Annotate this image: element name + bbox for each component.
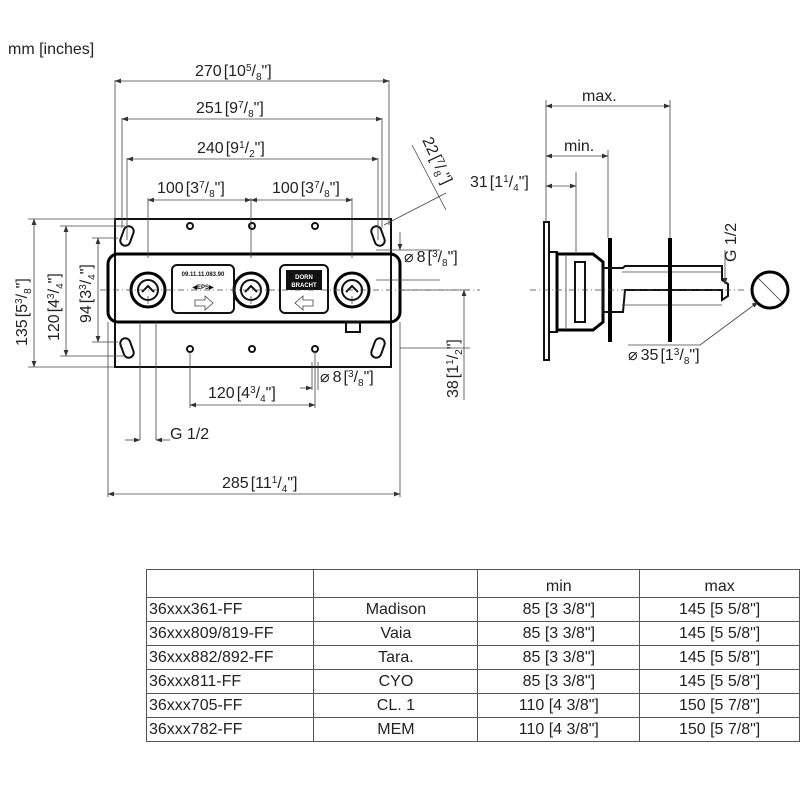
series-name: CYO (313, 669, 479, 694)
side-view (530, 221, 790, 361)
model-number: 36xxx882/892-FF (145, 645, 315, 670)
thread-g-half-side: G 1/2 (723, 223, 740, 262)
model-number: 36xxx811-FF (145, 669, 315, 694)
min-value: 85 [3 3/8"] (477, 645, 641, 670)
model-number: 36xxx705-FF (145, 693, 315, 718)
model-number: 36xxx361-FF (145, 597, 315, 622)
dim-dia-35: ⌀35[13/8"] (628, 347, 700, 367)
series-name: Vaia (313, 621, 479, 646)
brand-line1: DORN (295, 275, 313, 281)
table-row: 36xxx361-FF Madison 85 [3 3/8"] 145 [5 5… (145, 597, 800, 622)
mounting-plate (114, 218, 392, 368)
product-sticker (171, 264, 235, 314)
dimension-lines (28, 78, 480, 497)
table-header-min: min (477, 569, 641, 598)
dim-100-right: 100[37/8"] (272, 180, 340, 200)
dim-270: 270[105/8"] (195, 63, 272, 83)
table-header-row: min max (145, 569, 800, 598)
label-min: min. (564, 138, 594, 155)
max-value: 145 [5 5/8"] (639, 669, 800, 694)
dim-31: 31[11/4"] (470, 174, 529, 194)
front-view: 09.11.11.083.90 ◀EPS▶ DORN BRACHT (106, 218, 402, 440)
valve-body (106, 252, 402, 324)
mounting-slot (370, 337, 386, 359)
table-row: 36xxx882/892-FF Tara. 85 [3 3/8"] 145 [5… (145, 645, 800, 670)
sticker-mark: ◀EPS▶ (191, 284, 214, 291)
table-header-cell (145, 569, 315, 598)
side-dimension-lines (545, 100, 759, 346)
dim-240: 240[91/2"] (197, 140, 265, 160)
table-row: 36xxx782-FF MEM 110 [4 3/8"] 150 [5 7/8"… (145, 717, 800, 742)
table-row: 36xxx705-FF CL. 1 110 [4 3/8"] 150 [5 7/… (145, 693, 800, 718)
dim-100-left: 100[37/8"] (157, 180, 225, 200)
table-header-cell (313, 569, 479, 598)
sticker-code: 09.11.11.083.90 (182, 272, 225, 278)
flow-arrow-icon (294, 295, 314, 311)
unit-note: mm [inches] (8, 41, 94, 58)
max-value: 150 [5 7/8"] (639, 693, 800, 718)
model-number: 36xxx809/819-FF (145, 621, 315, 646)
series-name: Tara. (313, 645, 479, 670)
dim-22: 22[7/8"] (416, 135, 455, 189)
thread-end-circle (750, 270, 790, 310)
dim-251: 251[97/8"] (196, 100, 264, 120)
dim-dia-8-right: ⌀8[3/8"] (404, 249, 458, 269)
max-value: 150 [5 7/8"] (639, 717, 800, 742)
flow-arrow-icon (194, 295, 214, 311)
dim-285: 285[111/4"] (222, 475, 297, 495)
brand-label (279, 264, 329, 314)
max-value: 145 [5 5/8"] (639, 645, 800, 670)
side-stem (602, 265, 729, 313)
mounting-slot (119, 225, 135, 247)
dim-135: 135[53/8"] (14, 278, 34, 346)
series-name: CL. 1 (313, 693, 479, 718)
side-valve-body (555, 252, 605, 332)
dim-38: 38[11/2"] (445, 339, 465, 398)
dim-120-horizontal: 120[43/4"] (208, 385, 276, 405)
series-name: Madison (313, 597, 479, 622)
dim-94: 94[33/4"] (78, 264, 98, 323)
thread-g-half-front: G 1/2 (170, 426, 209, 443)
technical-drawing: mm [inches] 09.11.11.083.90 (8, 41, 790, 497)
brand-line2: BRACHT (291, 283, 317, 289)
max-value: 145 [5 5/8"] (639, 597, 800, 622)
min-value: 110 [4 3/8"] (477, 693, 641, 718)
table-row: 36xxx809/819-FF Vaia 85 [3 3/8"] 145 [5 … (145, 621, 800, 646)
mounting-slot (370, 225, 386, 247)
table-row: 36xxx811-FF CYO 85 [3 3/8"] 145 [5 5/8"] (145, 669, 800, 694)
min-value: 110 [4 3/8"] (477, 717, 641, 742)
min-value: 85 [3 3/8"] (477, 597, 641, 622)
dim-120-vertical: 120[43/4"] (46, 273, 66, 341)
mounting-slot (119, 337, 135, 359)
dim-dia-8-bottom: ⌀8[3/8"] (320, 369, 374, 389)
table-header-max: max (639, 569, 800, 598)
label-max: max. (582, 88, 617, 105)
spec-table: min max 36xxx361-FF Madison 85 [3 3/8"] … (145, 569, 800, 742)
series-name: MEM (313, 717, 479, 742)
min-value: 85 [3 3/8"] (477, 621, 641, 646)
min-value: 85 [3 3/8"] (477, 669, 641, 694)
max-value: 145 [5 5/8"] (639, 621, 800, 646)
model-number: 36xxx782-FF (145, 717, 315, 742)
